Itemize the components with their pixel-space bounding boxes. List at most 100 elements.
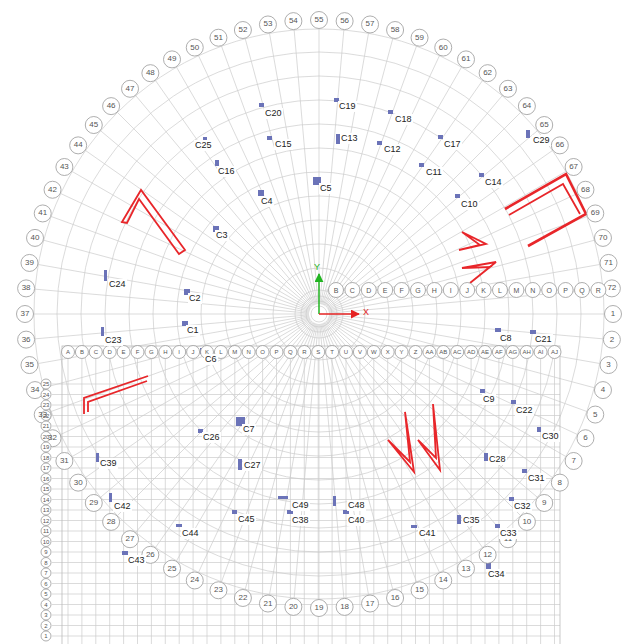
grid-bubble: 5 xyxy=(587,410,604,420)
radial-grid-line xyxy=(34,314,309,315)
column-label: C21 xyxy=(534,334,553,345)
grid-bubble-circle xyxy=(536,494,553,511)
radial-grid-line xyxy=(327,151,552,309)
grid-line xyxy=(179,359,180,644)
grid-bubble: Y xyxy=(395,348,408,356)
grid-bubble: 7 xyxy=(565,456,582,466)
grid-bubble-circle xyxy=(387,589,404,606)
grid-bubble: 10 xyxy=(41,538,51,546)
radial-grid-line xyxy=(245,39,316,305)
grid-line xyxy=(68,359,69,644)
column-label: C16 xyxy=(217,166,236,177)
radial-grid-line xyxy=(329,240,595,311)
grid-bubble: 50 xyxy=(186,43,203,53)
grid-bubble: 67 xyxy=(565,162,582,172)
column-mark xyxy=(238,459,242,470)
grid-bubble: AD xyxy=(465,348,478,356)
grid-bubble-circle xyxy=(411,283,426,298)
grid-bubble-circle xyxy=(394,283,409,298)
column-label: C9 xyxy=(482,394,496,405)
grid-bubble: AC xyxy=(451,348,464,356)
grid-line xyxy=(193,359,194,644)
column-label: C7 xyxy=(242,424,256,435)
grid-bubble: 14 xyxy=(435,575,452,585)
grid-bubble: 3 xyxy=(600,360,617,370)
grid-bubble-circle xyxy=(41,600,51,610)
grid-bubble: 66 xyxy=(551,140,568,150)
grid-bubble: 13 xyxy=(41,506,51,514)
grid-bubble: 70 xyxy=(594,233,611,243)
column-mark xyxy=(388,110,393,114)
grid-bubble: 48 xyxy=(142,68,159,78)
grid-bubble: 18 xyxy=(41,454,51,462)
grid-line xyxy=(471,359,472,644)
grid-bubble-circle xyxy=(600,357,617,374)
column-label: C29 xyxy=(532,135,551,146)
grid-bubble: O xyxy=(542,286,557,295)
column-mark xyxy=(259,103,264,107)
grid-bubble: AI xyxy=(534,348,547,356)
grid-bubble-circle xyxy=(565,159,582,176)
column-label: C43 xyxy=(127,555,146,566)
grid-bubble: 28 xyxy=(103,517,120,527)
grid-bubble: J xyxy=(187,348,200,356)
grid-bubble: 29 xyxy=(85,498,102,508)
column-label: C5 xyxy=(319,183,333,194)
shear-wall xyxy=(462,262,496,283)
column-mark xyxy=(419,163,424,167)
grid-bubble: 62 xyxy=(479,68,496,78)
grid-bubble-circle xyxy=(435,39,452,56)
grid-bubble-circle xyxy=(329,283,344,298)
grid-bubble-circle xyxy=(353,346,366,359)
grid-line xyxy=(52,436,560,437)
grid-bubble-circle xyxy=(548,346,561,359)
grid-bubble-circle xyxy=(506,346,519,359)
grid-bubble-circle xyxy=(387,22,404,39)
radial-grid-line xyxy=(328,194,577,310)
grid-line xyxy=(52,457,560,458)
grid-bubble: 54 xyxy=(285,16,302,26)
column-label: C28 xyxy=(488,454,507,465)
grid-frame xyxy=(62,346,560,644)
grid-line xyxy=(457,359,458,644)
grid-line xyxy=(443,359,444,644)
grid-bubble: 18 xyxy=(336,602,353,612)
shear-wall xyxy=(122,190,185,254)
column-label: C26 xyxy=(202,432,221,443)
grid-bubble-circle xyxy=(345,283,360,298)
grid-bubble: D xyxy=(361,286,376,295)
radial-grid-line xyxy=(323,323,439,572)
grid-bubble: 20 xyxy=(41,433,51,441)
grid-line xyxy=(52,478,560,479)
axes xyxy=(319,274,359,314)
grid-bubble: 20 xyxy=(285,602,302,612)
grid-bubble: D xyxy=(103,348,116,356)
grid-line xyxy=(52,415,560,416)
grid-bubble: AE xyxy=(479,348,492,356)
grid-bubble: 7 xyxy=(41,569,51,577)
grid-bubble-circle xyxy=(518,98,535,115)
grid-bubble: 5 xyxy=(41,590,51,598)
grid-bubble-circle xyxy=(41,453,51,463)
grid-bubble-circle xyxy=(210,582,227,599)
grid-bubble: R xyxy=(591,286,606,295)
column-label: C49 xyxy=(291,500,310,511)
radial-grid-line xyxy=(86,320,311,478)
grid-bubble: B xyxy=(75,348,88,356)
radial-grid-line xyxy=(38,316,309,364)
grid-bubble: 47 xyxy=(122,84,139,94)
grid-bubble: R xyxy=(298,348,311,356)
grid-bubble: 36 xyxy=(18,335,35,345)
grid-bubble-circle xyxy=(378,283,393,298)
grid-bubble: 57 xyxy=(362,19,379,29)
grid-bubble: 31 xyxy=(56,456,73,466)
grid-bubble: 23 xyxy=(210,585,227,595)
grid-bubble: 65 xyxy=(536,120,553,130)
grid-bubble-circle xyxy=(41,579,51,589)
grid-line xyxy=(52,636,560,637)
column-label: C23 xyxy=(104,335,123,346)
grid-bubble-circle xyxy=(285,598,302,615)
grid-bubble-circle xyxy=(435,572,452,589)
grid-bubble: H xyxy=(427,286,442,295)
